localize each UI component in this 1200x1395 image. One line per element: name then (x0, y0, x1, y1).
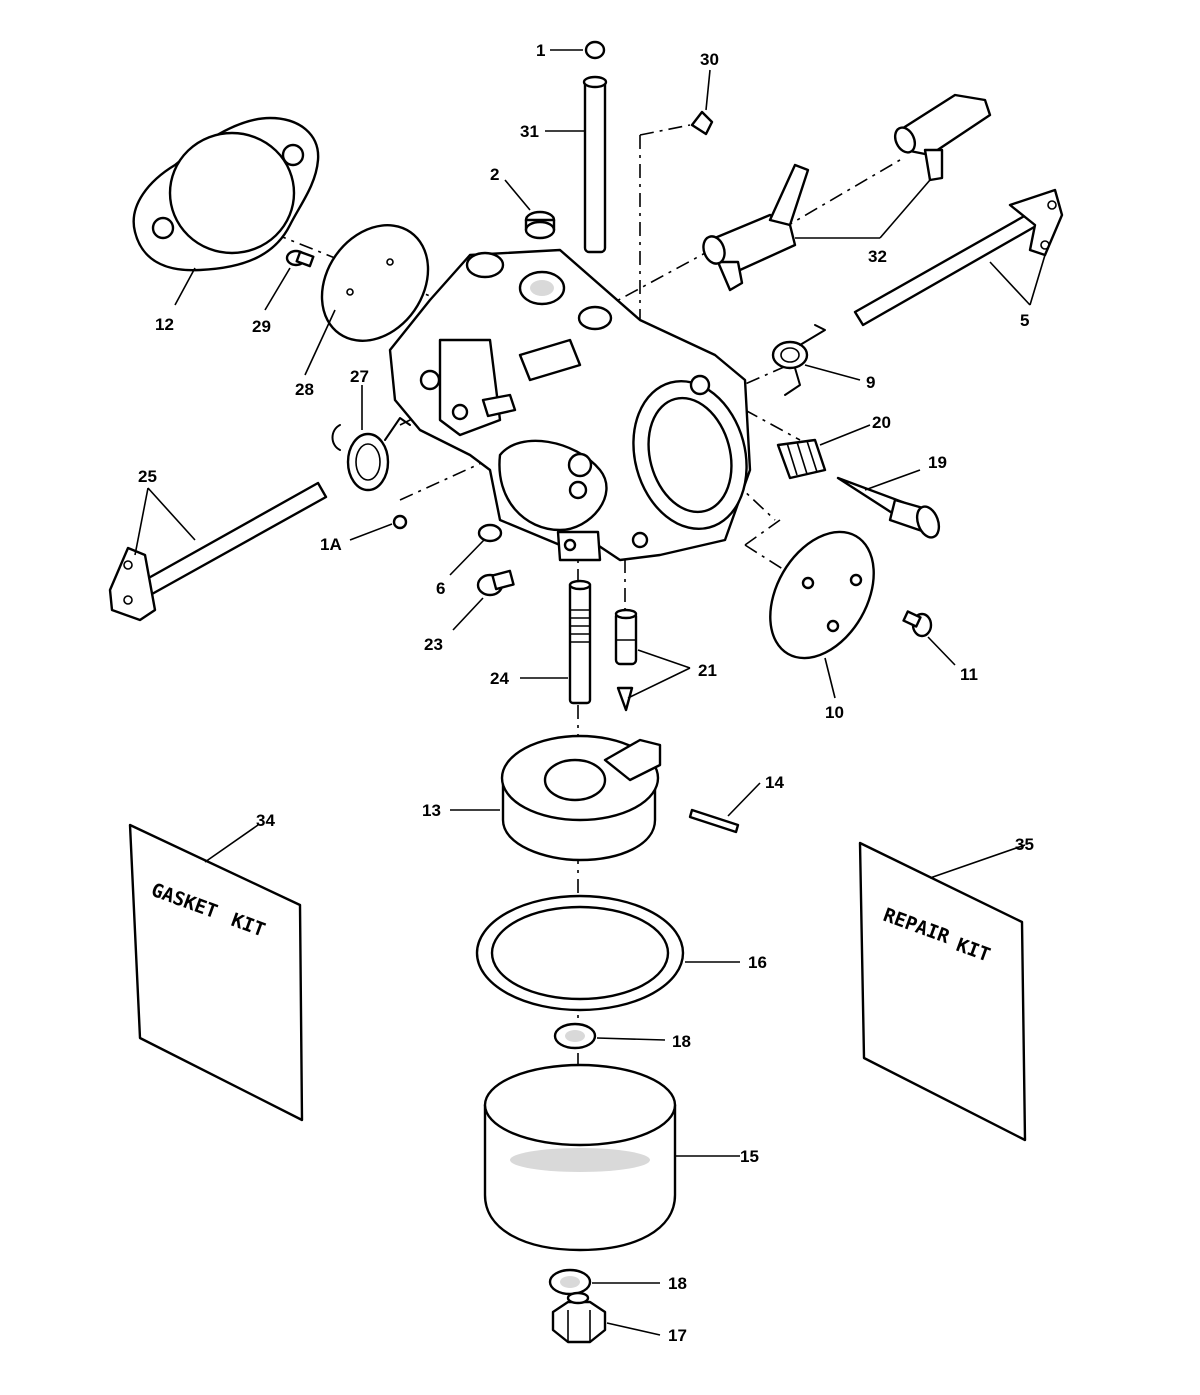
callout-28: 28 (295, 380, 314, 399)
part-18-washer-lower (548, 1268, 592, 1296)
callout-labels: 1 31 30 2 32 5 9 20 19 11 10 12 29 28 27… (138, 41, 1034, 1345)
callout-34: 34 (256, 811, 275, 830)
part-29-screw (285, 249, 315, 268)
callout-14: 14 (765, 773, 784, 792)
callout-11: 11 (960, 665, 978, 684)
part-27-spring (331, 417, 411, 492)
callout-15: 15 (740, 1147, 759, 1166)
callout-23: 23 (424, 635, 443, 654)
part-10-choke-plate (769, 530, 875, 660)
callout-18-upper: 18 (672, 1032, 691, 1051)
part-6-plug (477, 523, 503, 543)
part-18-washer-upper (553, 1022, 597, 1050)
leader-lines (134, 49, 1046, 1336)
part-11-screw (902, 610, 933, 638)
callout-24: 24 (490, 669, 509, 688)
callout-1: 1 (536, 41, 545, 60)
part-25-choke-shaft (108, 481, 328, 622)
callout-29: 29 (252, 317, 271, 336)
callout-35: 35 (1015, 835, 1034, 854)
part-1a-plug (392, 514, 408, 530)
part-28-throttle-plate (320, 224, 430, 342)
callout-18-lower: 18 (668, 1274, 687, 1293)
part-1-plug (584, 40, 606, 60)
callout-2: 2 (490, 165, 499, 184)
part-12-flange-gasket (132, 116, 320, 272)
part-13-float (500, 734, 662, 862)
part-17-nut (551, 1291, 607, 1344)
part-24-main-jet (568, 579, 592, 705)
callout-6: 6 (436, 579, 445, 598)
part-16-bowl-gasket (475, 894, 685, 1012)
callout-25: 25 (138, 467, 157, 486)
callout-9: 9 (866, 373, 875, 392)
callout-1a: 1A (320, 535, 342, 554)
callout-27: 27 (350, 367, 369, 386)
callout-17: 17 (668, 1326, 687, 1345)
part-19-mixture-screw (836, 476, 941, 539)
part-32-fuel-fittings (702, 93, 992, 292)
callout-30: 30 (700, 50, 719, 69)
callout-5: 5 (1020, 311, 1029, 330)
part-23-screw (476, 569, 515, 597)
part-14-pin (688, 808, 740, 834)
callout-20: 20 (872, 413, 891, 432)
part-31-tube (582, 75, 608, 254)
part-15-float-bowl (483, 1063, 677, 1252)
callout-32: 32 (868, 247, 887, 266)
part-34-gasket-kit: GASKET KIT (128, 823, 304, 1122)
part-30-cap (690, 110, 714, 136)
callout-13: 13 (422, 801, 441, 820)
callout-12: 12 (155, 315, 174, 334)
part-21-needle-seat (614, 608, 638, 712)
callout-10: 10 (825, 703, 844, 722)
part-35-repair-kit: REPAIR KIT (858, 841, 1027, 1142)
callout-21: 21 (698, 661, 717, 680)
part-20-spring (776, 438, 827, 480)
part-2-plug (524, 210, 556, 240)
part-9-spring (771, 324, 826, 396)
callout-19: 19 (928, 453, 947, 472)
part-5-throttle-shaft (853, 188, 1064, 327)
carburetor-body (388, 248, 752, 562)
callout-16: 16 (748, 953, 767, 972)
callout-31: 31 (520, 122, 539, 141)
